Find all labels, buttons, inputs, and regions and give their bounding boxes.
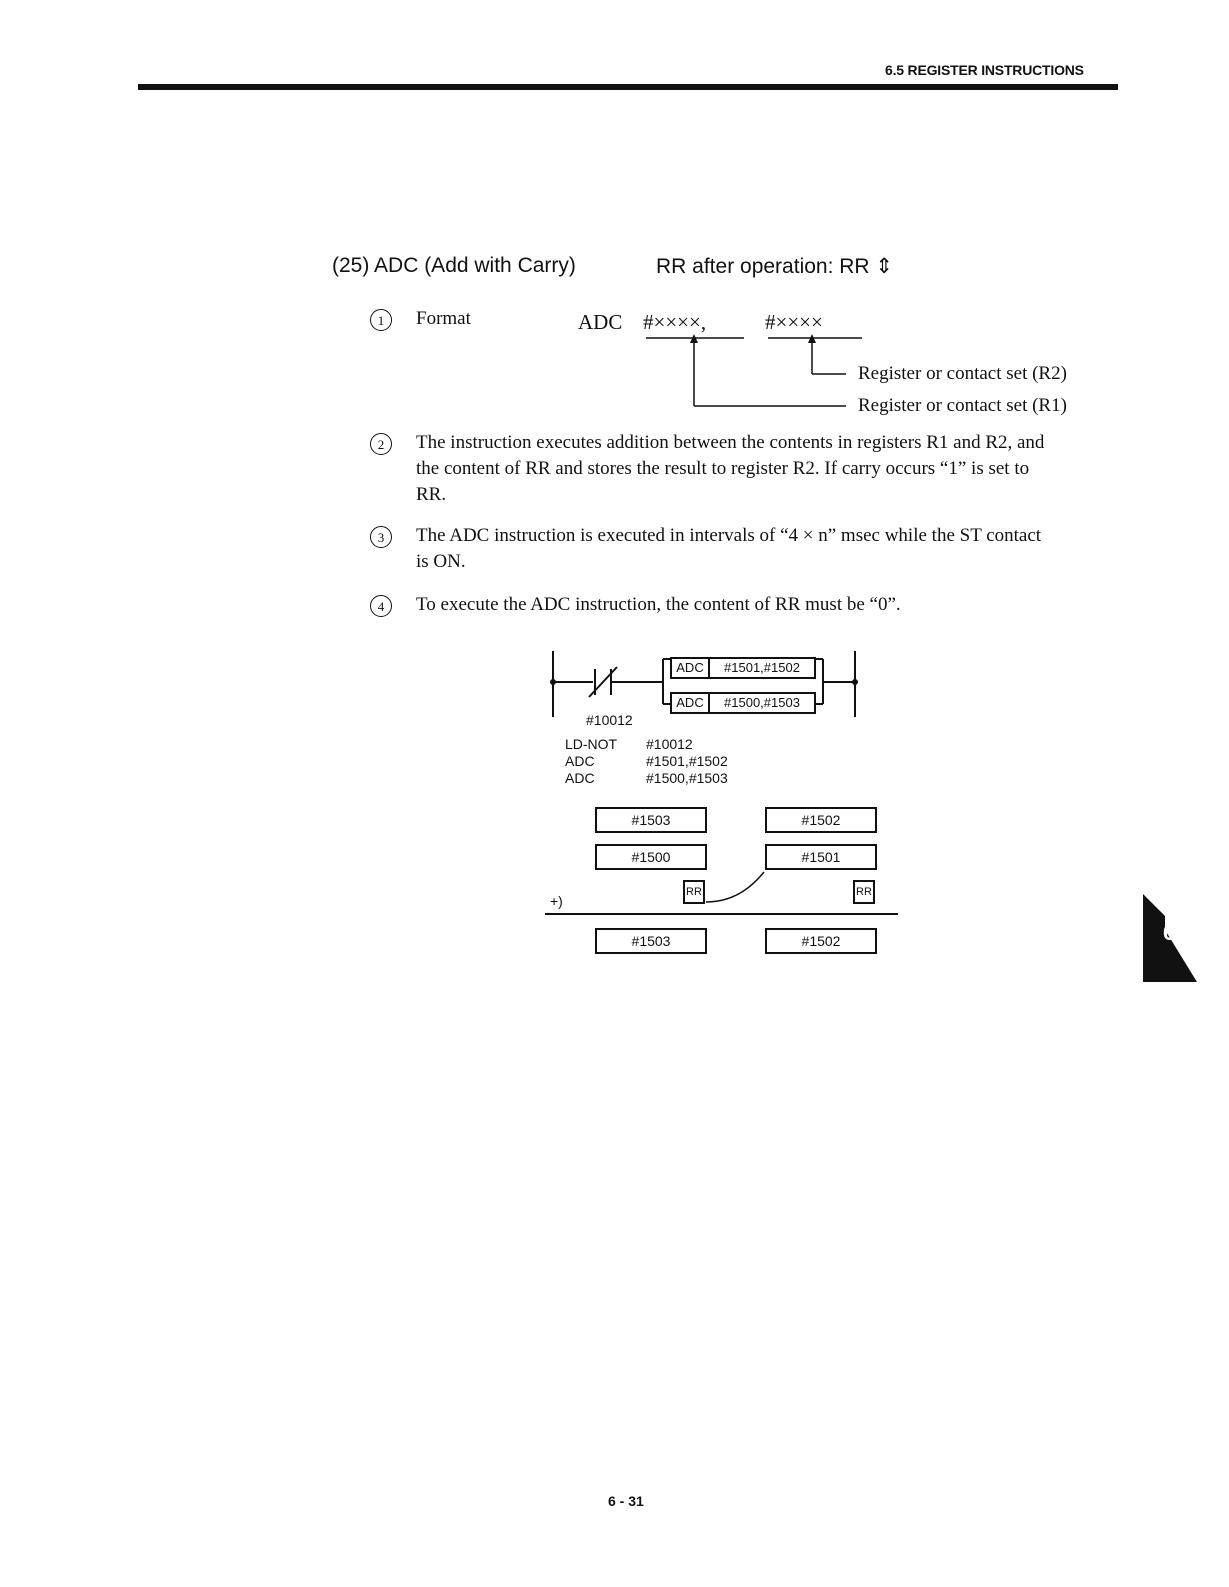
listing-arg-2: #1501,#1502 (646, 753, 728, 769)
ladder-contact-label: #10012 (586, 712, 633, 728)
r1-description: Register or contact set (R1) (858, 395, 1067, 416)
listing-op-1: LD-NOT (565, 736, 618, 752)
format-operand-2: #×××× (765, 310, 823, 334)
item-4-line-1: To execute the ADC instruction, the cont… (416, 594, 901, 615)
listing-arg-3: #1500,#1503 (646, 770, 728, 786)
item-number-4: 4 (370, 595, 392, 617)
ladder-adc-args-2: #1500,#1503 (708, 692, 816, 714)
instruction-title: (25) ADC (Add with Carry) (332, 254, 576, 277)
format-operand-1: #××××, (643, 310, 707, 334)
format-pointer-lines (646, 334, 862, 407)
item-number-3: 3 (370, 526, 392, 548)
item-number-1: 1 (370, 309, 392, 331)
sum-line (545, 913, 898, 915)
add-right-top-register: #1502 (765, 807, 877, 833)
item-3-line-2: is ON. (416, 551, 466, 572)
item-2-line-2: the content of RR and stores the result … (416, 458, 1030, 479)
ladder-adc-op-2: ADC (670, 692, 710, 714)
add-left-result-register: #1503 (595, 928, 707, 954)
chapter-thumb-tab (1143, 894, 1197, 982)
listing-op-2: ADC (565, 753, 595, 769)
add-plus-sign: +) (550, 893, 563, 909)
add-right-result-register: #1502 (765, 928, 877, 954)
add-left-top-register: #1503 (595, 807, 707, 833)
page-number: 6 - 31 (608, 1493, 644, 1509)
section-header: 6.5 REGISTER INSTRUCTIONS (885, 62, 1084, 78)
chapter-number: 6 (1163, 920, 1176, 945)
add-left-mid-register: #1500 (595, 844, 707, 870)
header-rule (138, 84, 1118, 90)
item-2-line-3: RR. (416, 484, 447, 505)
add-right-rr: RR (853, 880, 875, 904)
carry-curve (705, 871, 765, 903)
format-label: Format (416, 308, 471, 329)
ladder-adc-args-1: #1501,#1502 (708, 657, 816, 679)
ladder-diagram (550, 651, 858, 717)
item-3-line-1: The ADC instruction is executed in inter… (416, 525, 1042, 546)
rr-after-operation: RR after operation: RR ⇕ (656, 255, 894, 278)
listing-op-3: ADC (565, 770, 595, 786)
item-number-2: 2 (370, 433, 392, 455)
listing-arg-1: #10012 (646, 736, 693, 752)
add-right-mid-register: #1501 (765, 844, 877, 870)
r2-description: Register or contact set (R2) (858, 363, 1067, 384)
format-mnemonic: ADC (578, 310, 623, 334)
ladder-adc-op-1: ADC (670, 657, 710, 679)
item-2-line-1: The instruction executes addition betwee… (416, 432, 1045, 453)
add-left-rr: RR (683, 880, 705, 904)
